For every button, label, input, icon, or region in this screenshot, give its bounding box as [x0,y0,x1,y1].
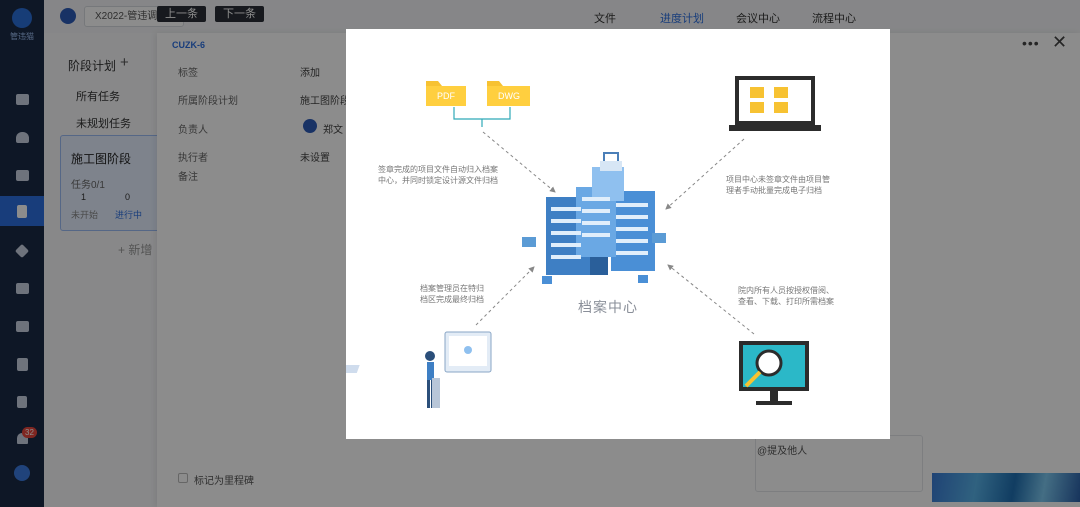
building-icon[interactable] [0,349,44,379]
task-code: CUZK-6 [172,40,205,50]
menu-meetings[interactable]: 会议中心 [736,13,780,25]
image-preview-modal: PDF DWG [346,29,890,439]
add-stage-plan-button[interactable]: + [120,54,129,71]
stage-title: 施工图阶段 [71,152,132,166]
archive-center-label: 档案中心 [578,299,638,315]
stage-plan-title: 阶段计划 [68,59,117,73]
svg-text:PDF: PDF [437,91,456,101]
owner-value[interactable]: 郑文 [323,125,343,136]
next-item-button[interactable]: 下一条 [215,6,264,22]
logo-mark-icon [12,8,32,28]
project-home-icon[interactable] [60,8,76,24]
monitor-icon[interactable] [0,84,44,114]
notification-badge: 32 [22,427,37,438]
archivist-illustration [346,331,492,408]
user-avatar[interactable] [0,458,44,488]
annotation-bottom-right: 院内所有人员按授权借阅、 查看、下载、打印所需档案 [738,286,834,306]
app-logo[interactable]: 管违猫 [8,8,36,48]
add-stage-button[interactable]: + 新增 [118,243,153,257]
more-options-icon[interactable]: ••• [1022,35,1040,51]
org-chart-icon[interactable] [0,311,44,341]
stage-card[interactable]: 施工图阶段 任务0/1 1 0 未开始 进行中 [60,135,162,231]
menu-schedule[interactable]: 进度计划 [660,13,704,25]
display-icon[interactable] [0,160,44,190]
decorative-banner [932,473,1080,502]
in-progress-label: 进行中 [115,210,143,220]
top-bar: X2022-管违调 上一条 下一条 文件 进度计划 会议中心 流程中心 [44,0,1080,33]
prev-item-button[interactable]: 上一条 [157,6,206,22]
not-started-label: 未开始 [71,210,99,220]
menu-workflows[interactable]: 流程中心 [812,13,856,25]
not-started-count: 1 [81,192,87,202]
document-icon[interactable] [0,196,44,226]
close-icon[interactable]: ✕ [1052,32,1068,52]
bell-icon[interactable] [0,423,44,453]
add-tag-link[interactable]: 添加 [300,68,320,79]
pdf-folder-icon: PDF [426,81,466,106]
logo-text: 管违猫 [10,32,34,41]
annotation-top-left: 签章完成的项目文件自动归入档案 中心，并同时锁定设计源文件归档 [378,165,498,185]
stage-task-count: 任务0/1 [71,180,105,191]
milestone-checkbox[interactable] [178,473,188,483]
printer-icon[interactable] [0,273,44,303]
owner-avatar [303,119,317,133]
menu-files[interactable]: 文件 [594,13,616,25]
field-label-stage: 所属阶段计划 [178,96,238,107]
assignee-value[interactable]: 未设置 [300,153,330,164]
svg-text:DWG: DWG [498,91,520,101]
milestone-label: 标记为里程碑 [194,476,254,487]
in-progress-count: 0 [125,192,131,202]
archive-flow-diagram: PDF DWG [346,76,821,408]
cloud-icon[interactable] [0,122,44,152]
laptop-icon [729,76,821,131]
field-label-assignee: 执行者 [178,153,208,164]
all-tasks-item[interactable]: 所有任务 [76,91,120,103]
unplanned-tasks-item[interactable]: 未规划任务 [76,118,131,130]
field-label-notes: 备注 [178,172,198,183]
server-cluster-icon [522,152,666,284]
field-label-owner: 负责人 [178,125,208,136]
stage-value[interactable]: 施工图阶段 [300,96,350,107]
field-label-tags: 标签 [178,68,198,79]
annotation-top-right: 项目中心未签章文件由项目管 理者手动批量完成电子归档 [726,175,830,195]
bar-chart-icon[interactable] [0,387,44,417]
dwg-folder-icon: DWG [487,81,530,106]
app-sidebar: 管违猫 32 [0,0,44,507]
stage-plan-panel: 阶段计划 + 所有任务 未规划任务 施工图阶段 任务0/1 1 0 未开始 进行… [44,33,162,507]
search-monitor-icon [739,341,809,405]
annotation-bottom-left: 档案管理员在特归 档区完成最终归档 [420,284,484,304]
